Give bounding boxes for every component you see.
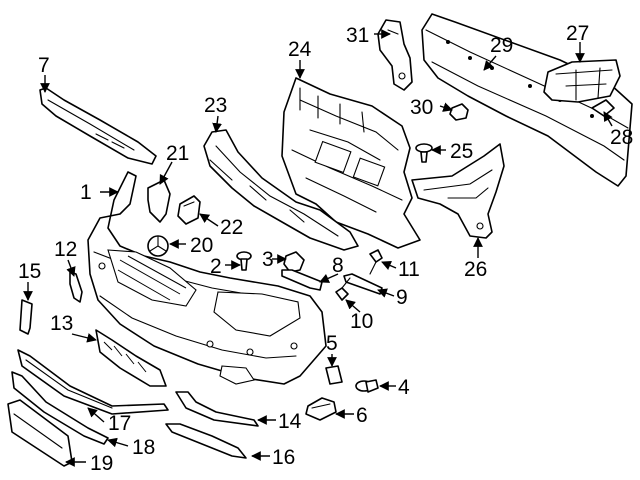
callout-13: 13 (50, 312, 73, 335)
part-27-beam-bracket (543, 59, 621, 103)
part-24-carrier-frame (281, 77, 421, 249)
callout-18: 18 (132, 436, 155, 459)
callout-9: 9 (396, 286, 408, 309)
part-1-bumper-cover (87, 171, 327, 385)
part-18-spoiler (11, 371, 109, 445)
part-7-upper-trim (39, 87, 157, 165)
callout-15: 15 (18, 260, 41, 283)
part-5-bracket (325, 365, 343, 385)
callout-27: 27 (566, 22, 589, 45)
callout-29: 29 (490, 34, 513, 57)
callout-21: 21 (166, 142, 189, 165)
part-4-bolt (355, 379, 379, 393)
callout-8: 8 (332, 254, 344, 277)
part-12-trim (69, 271, 83, 303)
part-16-chrome-trim (165, 423, 247, 459)
callout-3: 3 (262, 248, 274, 271)
part-11-screw (369, 249, 383, 275)
part-8-bracket-strip (281, 269, 323, 291)
callout-23: 23 (204, 94, 227, 117)
callout-labels: 1 2 3 4 5 6 7 8 9 10 11 12 13 14 15 16 1… (18, 22, 633, 475)
part-17-lower-strip (17, 349, 169, 415)
part-13-grille-strip (95, 329, 167, 387)
callout-2: 2 (210, 255, 222, 278)
part-26-side-support (411, 143, 505, 239)
callout-24: 24 (288, 38, 312, 61)
part-10-bolt (335, 277, 351, 301)
callout-10: 10 (350, 310, 373, 333)
callout-5: 5 (326, 332, 338, 355)
callout-7: 7 (38, 54, 50, 77)
callout-31: 31 (346, 24, 369, 47)
part-23-absorber (203, 129, 359, 251)
callout-12: 12 (54, 238, 77, 261)
callout-14: 14 (278, 410, 302, 433)
part-31-mounting-bracket (377, 19, 413, 91)
callout-1: 1 (80, 181, 92, 204)
part-15-side-panel (19, 299, 33, 335)
callout-leaders (23, 29, 613, 467)
part-22-sensor-housing (177, 195, 201, 225)
part-3-clip (283, 251, 305, 273)
callout-26: 26 (464, 258, 487, 281)
part-14-lower-trim (175, 391, 259, 427)
callout-19: 19 (90, 452, 113, 475)
callout-16: 16 (272, 446, 295, 469)
part-25-screw (415, 143, 433, 163)
callout-6: 6 (356, 404, 368, 427)
part-19-plate-bracket (7, 399, 73, 467)
part-2-push-pin (236, 251, 252, 271)
part-9-strip (343, 273, 383, 295)
part-21-bracket (147, 179, 171, 223)
part-30-push-rivet (449, 103, 469, 121)
callout-4: 4 (398, 376, 410, 399)
callout-22: 22 (220, 216, 243, 239)
part-20-emblem (147, 235, 169, 257)
callout-30: 30 (410, 96, 433, 119)
callout-17: 17 (108, 412, 131, 435)
part-6-retainer (305, 397, 337, 421)
callout-25: 25 (450, 140, 473, 163)
callout-11: 11 (398, 258, 420, 281)
callout-28: 28 (610, 126, 633, 149)
callout-20: 20 (190, 234, 213, 257)
